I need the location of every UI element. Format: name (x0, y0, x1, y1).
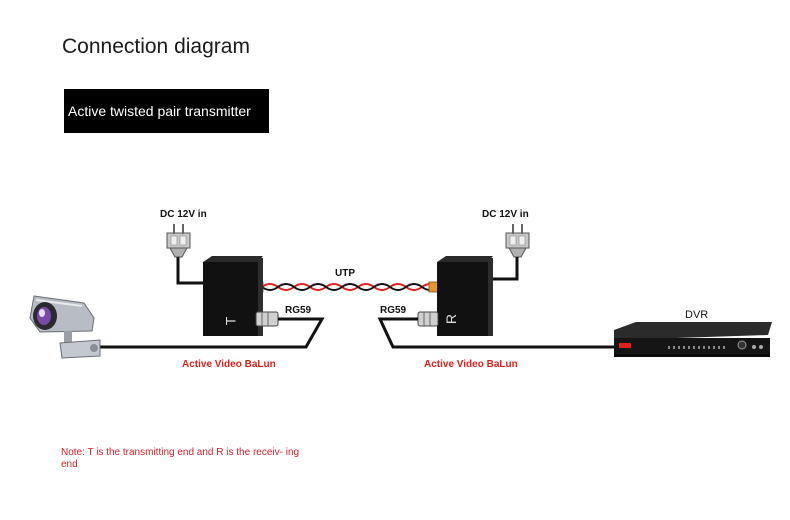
power-adapter-right-icon (505, 224, 530, 258)
power-label-right: DC 12V in (482, 209, 529, 220)
dvr-label: DVR (685, 309, 709, 321)
page-title: Connection diagram (62, 35, 250, 58)
balun-label-left: Active Video BaLun (182, 359, 276, 370)
security-camera-icon (29, 295, 101, 359)
bnc-connector-right-icon (417, 311, 439, 327)
power-cable-right (490, 257, 519, 281)
transmitter-box (203, 256, 263, 336)
rg59-cable-left (100, 317, 325, 349)
transmitter-letter: T (222, 316, 239, 326)
section-badge: Active twisted pair transmitter (64, 89, 269, 133)
rg59-label-left: RG59 (285, 305, 312, 316)
balun-label-right: Active Video BaLun (424, 359, 518, 370)
power-adapter-left-icon (166, 224, 191, 258)
utp-twisted-cable (253, 281, 455, 293)
receiver-letter: R (443, 313, 460, 325)
footnote: Note: T is the transmitting end and R is… (61, 447, 300, 470)
receiver-box (437, 256, 493, 336)
bnc-connector-left-icon (255, 311, 279, 327)
dvr-device-icon (614, 322, 772, 357)
utp-label: UTP (335, 268, 355, 279)
rg59-label-right: RG59 (380, 305, 407, 316)
power-label-left: DC 12V in (160, 209, 207, 220)
rg59-cable-right (377, 317, 614, 349)
power-cable-left (176, 257, 204, 285)
